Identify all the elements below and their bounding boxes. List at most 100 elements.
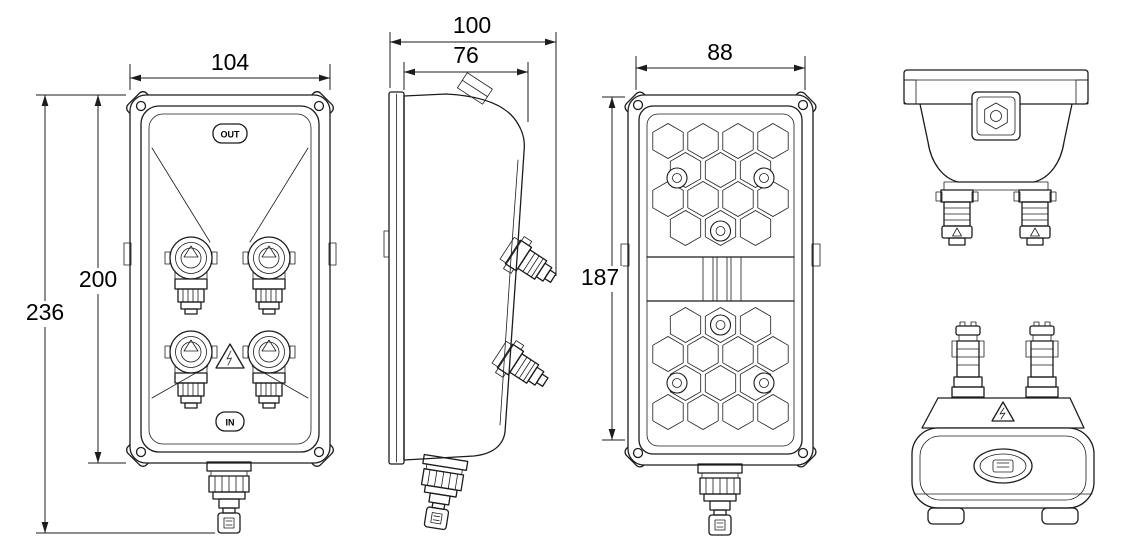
hex-cell <box>757 336 789 372</box>
in-port-socket <box>992 459 1014 473</box>
upright-connector-left <box>951 321 985 398</box>
back-view <box>620 91 821 536</box>
out-port-square-inner <box>976 96 1016 136</box>
mount-hole <box>313 446 325 458</box>
top-view <box>903 69 1089 246</box>
in-label: IN <box>226 418 235 428</box>
side-tab <box>811 243 821 267</box>
dim-side-depth-body-label: 76 <box>453 42 479 68</box>
in-port-pins <box>996 462 1010 468</box>
side-face-inner <box>499 159 519 426</box>
in-port-oval <box>973 448 1033 484</box>
band-rib <box>716 256 728 302</box>
screw-bosses <box>666 167 775 394</box>
base-shell <box>911 427 1095 509</box>
hex-cell <box>652 181 684 217</box>
mount-hole <box>632 447 644 459</box>
out-port-center <box>990 110 1002 122</box>
upright-connector-right <box>1025 321 1059 398</box>
dimension-back-height: 187 <box>577 96 625 441</box>
hex-cell <box>652 123 684 159</box>
side-body-outline <box>403 93 525 461</box>
warning-triangle-icon <box>215 343 245 369</box>
dim-back-width-label: 88 <box>707 39 733 65</box>
hex-cell <box>757 123 789 159</box>
hex-cell <box>757 181 789 217</box>
hex-cell <box>687 394 719 430</box>
hex-cell <box>652 394 684 430</box>
band-rib <box>702 256 714 302</box>
hex-cell <box>739 365 772 401</box>
side-tab <box>620 243 630 267</box>
mount-hole <box>135 100 147 112</box>
hex-cell <box>722 123 754 159</box>
front-body-inner <box>148 113 312 445</box>
side-connector-lower <box>488 335 557 399</box>
hex-cell <box>687 123 719 159</box>
hex-cell <box>704 307 737 343</box>
top-body-lip <box>943 181 1049 191</box>
hex-cell <box>757 394 789 430</box>
in-port-oval-inner <box>979 453 1027 479</box>
dimension-side-depth-body: 76 <box>403 42 529 122</box>
top-connector-left <box>935 189 979 246</box>
base-foot <box>1041 507 1079 525</box>
mount-hole <box>632 99 644 111</box>
back-body-outline <box>638 105 803 455</box>
honeycomb-upper <box>652 123 789 246</box>
dimension-back-width: 88 <box>635 39 806 90</box>
back-body-inner <box>646 113 795 447</box>
dimension-side-depth-overall: 100 <box>389 12 557 276</box>
front-body-outline <box>140 105 320 453</box>
hex-cell <box>704 365 737 401</box>
hex-cell <box>704 210 737 246</box>
front-pigtail <box>206 461 252 534</box>
side-clip <box>383 230 390 258</box>
hex-cell <box>984 102 1008 130</box>
hex-cell <box>687 181 719 217</box>
hex-cell <box>669 210 702 246</box>
mount-hole <box>135 446 147 458</box>
hex-cell <box>739 152 772 188</box>
lightning-bolt-icon <box>999 407 1006 420</box>
base-foot <box>927 507 965 525</box>
side-tab <box>123 242 132 266</box>
mount-hole <box>313 100 325 112</box>
hex-cell <box>669 307 702 343</box>
panel-ribs <box>151 147 309 399</box>
body-shoulder <box>921 397 1085 429</box>
front-flange <box>129 94 331 464</box>
dim-back-height-label: 187 <box>581 264 619 290</box>
hex-cell <box>722 394 754 430</box>
warning-triangle-icon <box>991 401 1015 422</box>
base-shell-inner <box>919 435 1087 501</box>
side-view <box>383 72 565 533</box>
lightning-bolt-icon <box>226 350 232 366</box>
side-connector-upper <box>496 231 565 295</box>
hex-cell <box>722 336 754 372</box>
side-pigtail <box>412 453 469 533</box>
side-tab <box>328 242 337 266</box>
dimension-front-height-overall: 236 <box>22 94 215 534</box>
honeycomb-lower <box>652 307 789 430</box>
flange-end <box>903 79 917 105</box>
dimension-front-width: 104 <box>129 49 331 90</box>
dimension-front-height-body: 200 <box>75 95 126 464</box>
out-port-badge <box>212 123 248 144</box>
hex-cell <box>669 365 702 401</box>
hex-cell <box>739 307 772 343</box>
top-port-boss <box>457 72 493 105</box>
flange-end <box>1075 79 1089 105</box>
back-pigtail <box>697 463 743 536</box>
dim-front-height-overall-label: 236 <box>26 299 64 325</box>
bottom-front-view <box>911 321 1095 525</box>
out-label: OUT <box>221 130 241 140</box>
in-port-badge <box>215 411 245 432</box>
hex-cell <box>739 210 772 246</box>
dim-side-depth-overall-label: 100 <box>453 12 491 38</box>
dim-front-width-label: 104 <box>211 49 250 75</box>
top-connector-right <box>1013 189 1057 246</box>
mount-hole <box>797 99 809 111</box>
